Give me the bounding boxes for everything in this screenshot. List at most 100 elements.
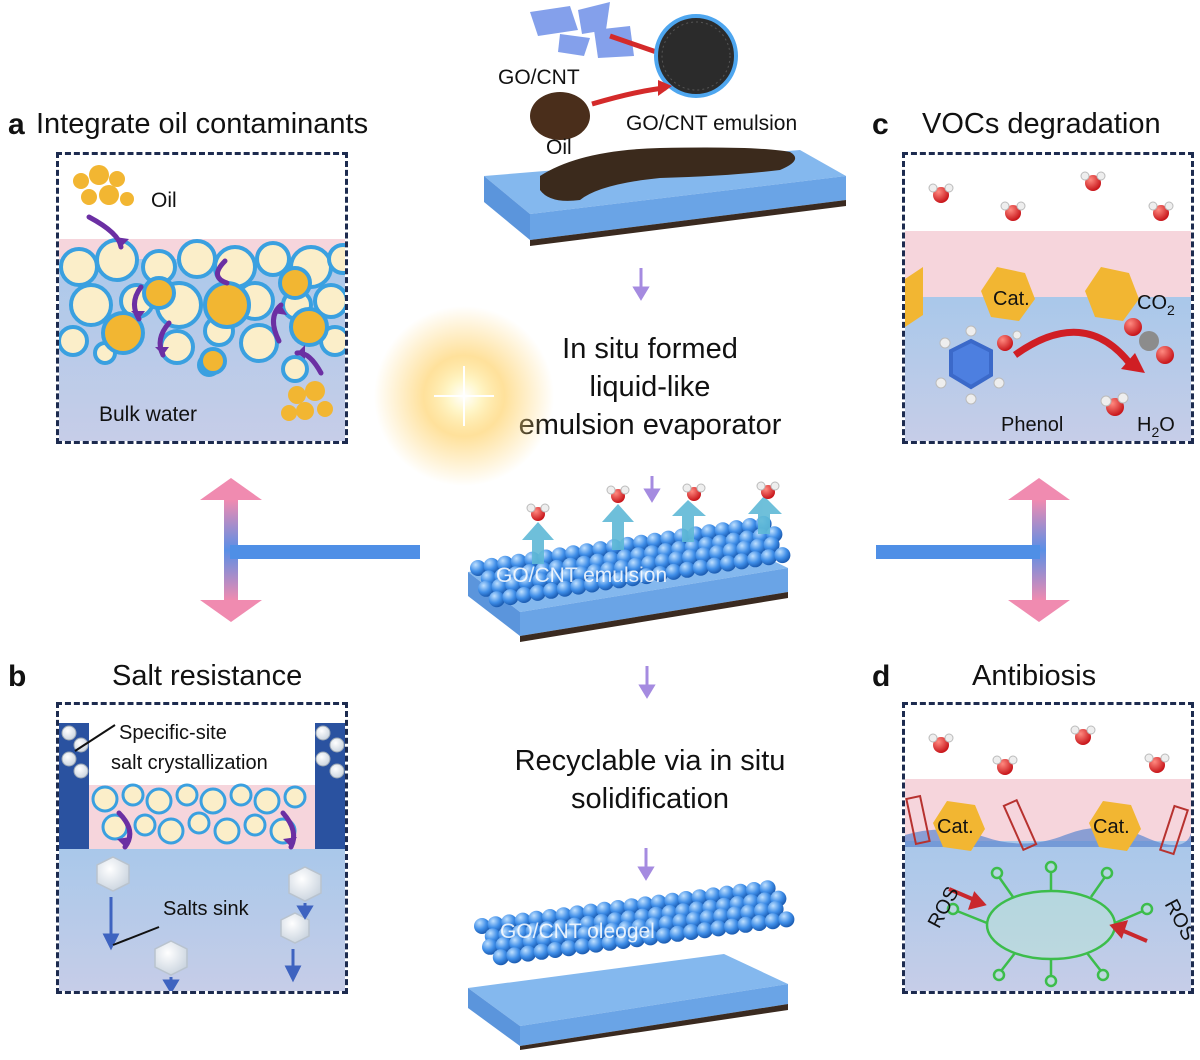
bead [520, 945, 536, 962]
bead [654, 553, 671, 570]
sun-icon [374, 306, 554, 486]
bead [696, 922, 713, 939]
bead [590, 924, 607, 941]
bead [610, 900, 626, 916]
panel-b-frame: Specific-site salt crystallization Salts… [56, 702, 348, 994]
bead [533, 943, 550, 960]
bead [596, 901, 613, 918]
crystal-label-2: salt crystallization [111, 752, 268, 774]
oil-droplets [101, 266, 329, 375]
bead [492, 949, 509, 966]
bead [732, 883, 749, 900]
bead [722, 543, 739, 559]
bead [664, 892, 681, 909]
bead [699, 910, 716, 926]
step1-line1: In situ formed [562, 333, 738, 365]
bead [483, 557, 500, 574]
bead [488, 591, 505, 608]
panel-b-letter: b [8, 660, 27, 693]
bead [623, 898, 640, 915]
bead [646, 532, 663, 549]
bead [505, 576, 522, 593]
vapor-arrows [522, 496, 782, 564]
h2o-label: H [1137, 414, 1151, 436]
bead [474, 918, 490, 934]
crystal-label-1: Specific-site [119, 722, 227, 744]
panel-c-frame: Cat. CO2 Phenol H2O [902, 152, 1194, 444]
bead [618, 920, 634, 937]
ros-arrows [948, 887, 1148, 943]
bead [600, 561, 617, 578]
oil-bottom-icon [281, 381, 333, 421]
bead [627, 557, 644, 574]
panel-b-title: Salt resistance [112, 660, 303, 692]
step2-line2: solidification [571, 783, 729, 815]
bead [641, 555, 658, 572]
bead [672, 913, 689, 930]
bead [497, 555, 514, 572]
bead [760, 549, 777, 566]
bead [559, 568, 576, 585]
bead [495, 937, 512, 953]
reaction-arrow [1012, 328, 1134, 368]
bead [601, 934, 618, 951]
bead [764, 913, 781, 930]
bead [656, 927, 672, 944]
left-connector-bar [230, 545, 420, 559]
oleogel-beads [474, 880, 795, 966]
bead [578, 543, 595, 560]
bead [701, 524, 718, 541]
oleogel-label: GO/CNT oleogel [500, 920, 655, 943]
bead [718, 885, 735, 902]
catalyst-label-1: Cat. [937, 816, 974, 838]
step1-line3: emulsion evaporator [518, 409, 782, 441]
bead [767, 901, 784, 917]
panel-c-illustration: Cat. CO2 Phenol H2O [905, 155, 1191, 441]
bead [478, 580, 494, 597]
bead [645, 917, 662, 934]
bead [740, 904, 757, 921]
oil-center-label: Oil [546, 136, 572, 159]
bead [547, 942, 564, 958]
bead [733, 553, 750, 570]
bead [604, 922, 621, 939]
cnt-tubes [905, 794, 1190, 856]
salt-crystals [96, 856, 322, 976]
h2o-subscript: 2 [1151, 424, 1159, 440]
bead [563, 928, 580, 944]
bead [759, 880, 776, 897]
left-double-arrow [200, 478, 262, 622]
phenol-label: Phenol [1001, 414, 1063, 436]
bead [686, 911, 702, 928]
bead [763, 536, 780, 553]
bead [582, 903, 599, 920]
evaporator-slab-top [484, 147, 846, 246]
bead [660, 530, 677, 547]
bead [679, 561, 696, 578]
bead [678, 891, 694, 907]
emulsion-evaporator-illustration: GO/CNT emulsion [468, 481, 791, 642]
bead [536, 931, 553, 948]
bead [588, 936, 604, 953]
bead [584, 576, 600, 593]
bead [633, 534, 650, 551]
bead [728, 520, 745, 537]
bead [482, 938, 498, 955]
bead [746, 882, 762, 898]
bead [750, 538, 766, 555]
go-cnt-sheets-icon [530, 2, 634, 58]
bead [509, 935, 526, 952]
bead [470, 560, 486, 576]
bead [710, 920, 727, 937]
bulk-water-label: Bulk water [99, 403, 197, 426]
emulsion-droplet-icon [654, 14, 738, 98]
bead [669, 925, 686, 942]
vapor-molecules [526, 481, 780, 521]
panel-a-illustration: Oil Bulk water [59, 155, 345, 441]
water-molecules [928, 171, 1174, 221]
bead [556, 580, 573, 597]
bead [506, 947, 523, 964]
bead [628, 931, 645, 948]
bead [510, 553, 527, 570]
bead [747, 551, 764, 568]
